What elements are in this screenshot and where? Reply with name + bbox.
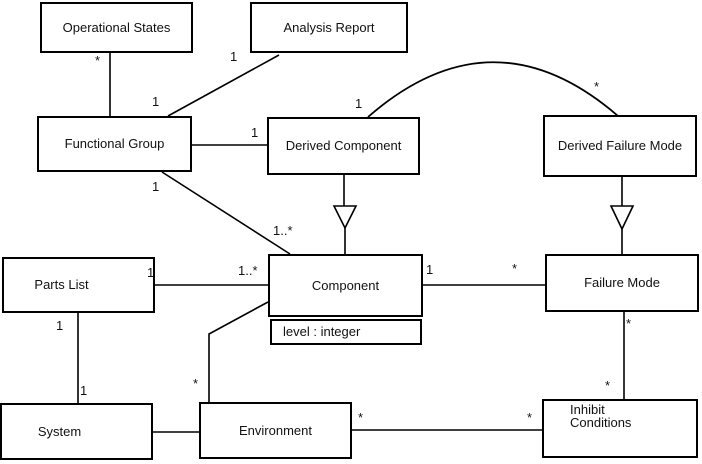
class-analysis-report: Analysis Report: [250, 2, 408, 53]
multiplicity-inhibit-end-environment: *: [527, 410, 533, 425]
class-parts-list: Parts List: [2, 257, 155, 313]
class-derived-component-label: Derived Component: [285, 138, 402, 153]
multiplicity-parts-list-end-system: 1: [56, 318, 64, 333]
multiplicity-component-end-functional-group: 1..*: [273, 223, 293, 238]
class-system: System: [0, 403, 153, 460]
class-operational-states: Operational States: [40, 2, 193, 53]
class-operational-states-label: Operational States: [62, 19, 171, 35]
class-analysis-report-label: Analysis Report: [283, 19, 375, 35]
class-component-attributes: level : integer: [270, 319, 422, 345]
generalization-arrow-derived-component: [332, 205, 358, 230]
class-environment-label: Environment: [239, 422, 312, 438]
line-analysis-report-functional-group: [167, 54, 280, 117]
class-functional-group-label: Functional Group: [64, 136, 165, 151]
class-derived-component: Derived Component: [267, 117, 420, 175]
multiplicity-operational-states-end: *: [95, 53, 101, 68]
multiplicity-arc-derived-component-end: 1: [355, 96, 363, 111]
line-component-environment: [208, 301, 269, 402]
multiplicity-component-end-failure-mode: 1: [426, 262, 434, 277]
multiplicity-failure-mode-end-inhibit: *: [626, 316, 632, 331]
multiplicity-environment-end-inhibit: *: [358, 410, 364, 425]
class-failure-mode: Failure Mode: [545, 254, 699, 312]
multiplicity-functional-group-end-analysis: 1: [152, 94, 160, 109]
class-component: Component: [268, 254, 423, 317]
generalization-line-derived-component: [343, 175, 346, 254]
class-inhibit-conditions: Inhibit Conditions: [542, 399, 698, 458]
multiplicity-environment-end-component: *: [193, 376, 199, 391]
multiplicity-analysis-report-end: 1: [230, 49, 238, 64]
component-attribute-level: level : integer: [283, 324, 361, 339]
multiplicity-failure-mode-end-component: *: [512, 261, 518, 276]
class-system-label: System: [37, 423, 82, 439]
multiplicity-component-end-parts-list: 1..*: [238, 263, 258, 278]
multiplicity-parts-list-end-component: 1: [147, 265, 155, 280]
class-parts-list-label: Parts List: [34, 277, 89, 292]
multiplicity-derived-component-end: 1: [251, 125, 259, 140]
arc-derived-component-derived-failure-mode: [367, 61, 619, 118]
generalization-arrow-derived-failure-mode: [609, 205, 635, 231]
multiplicity-system-end-parts-list: 1: [80, 383, 88, 398]
multiplicity-functional-group-end-component: 1: [152, 179, 160, 194]
multiplicity-arc-derived-failure-mode-end: *: [594, 79, 600, 94]
class-inhibit-conditions-label: Inhibit Conditions: [570, 402, 632, 430]
class-derived-failure-mode: Derived Failure Mode: [543, 115, 697, 177]
class-environment: Environment: [199, 402, 352, 459]
multiplicity-inhibit-end-failure-mode: *: [605, 378, 611, 393]
class-derived-failure-mode-label: Derived Failure Mode: [557, 138, 683, 153]
class-component-label: Component: [311, 277, 380, 293]
class-functional-group: Functional Group: [37, 116, 192, 172]
line-functional-group-component: [161, 171, 291, 255]
class-failure-mode-label: Failure Mode: [584, 275, 660, 290]
